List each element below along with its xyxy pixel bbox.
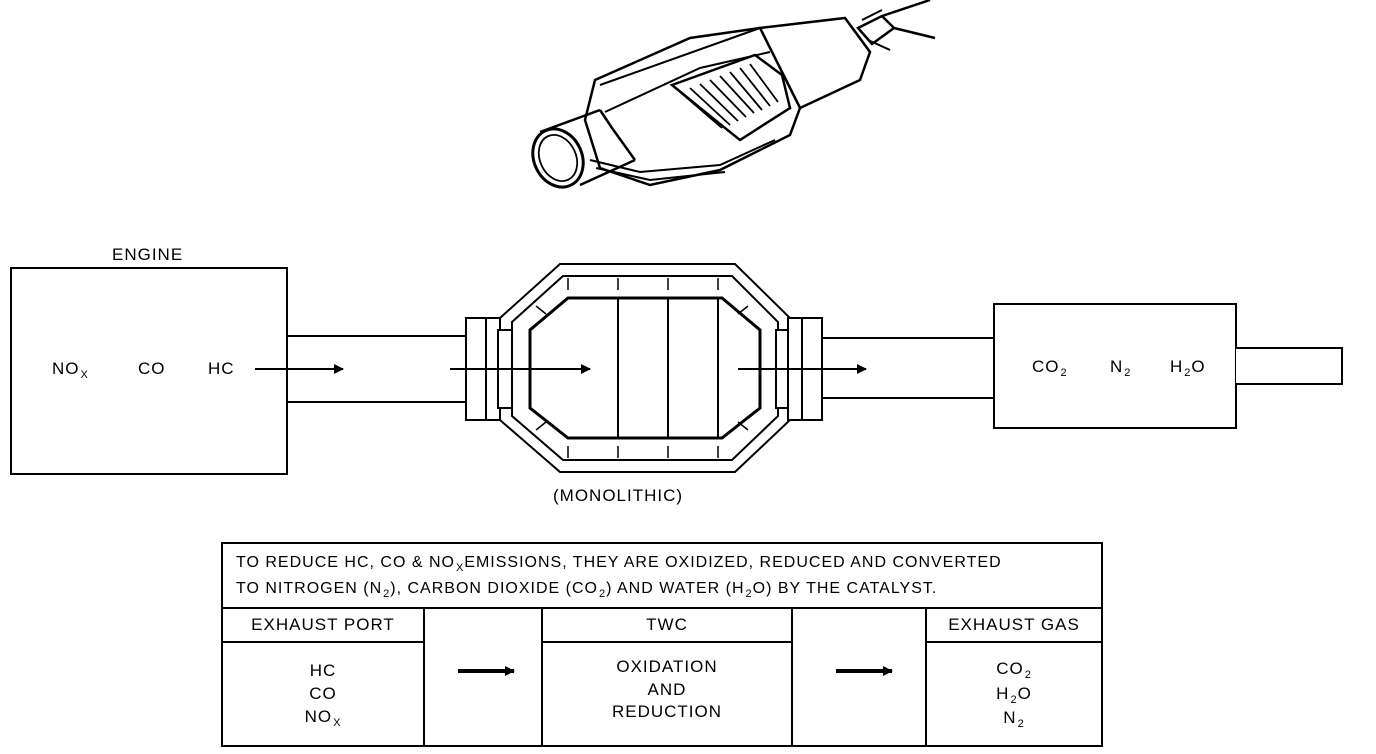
summary-table-grid	[221, 542, 1103, 747]
output-gas-n2: N2	[1110, 357, 1132, 379]
col-header-exhaust-port: EXHAUST PORT	[251, 614, 395, 634]
output-gas-co2: CO2	[1032, 357, 1068, 379]
converter-label: (MONOLITHIC)	[553, 486, 684, 505]
twc-process: OXIDATION AND REDUCTION	[611, 656, 723, 722]
converter-illustration	[531, 0, 936, 189]
table-caption-line-2: TO NITROGEN (N2), CARBON DIOXIDE (CO2) A…	[236, 580, 938, 600]
list-item: CO	[309, 683, 337, 703]
exhaust-gas-list: CO2 H2O N2	[926, 645, 1102, 745]
col-header-twc: TWC	[646, 614, 688, 634]
engine-box	[10, 267, 288, 475]
engine-label: ENGINE	[112, 245, 184, 264]
table-caption-line-1: TO REDUCE HC, CO & NOXEMISSIONS, THEY AR…	[236, 554, 1002, 574]
engine-gas-nox: NOX	[52, 359, 89, 381]
col-header-exhaust-gas: EXHAUST GAS	[948, 614, 1080, 634]
list-item: HC	[309, 660, 337, 680]
exhaust-port-list: HC CO NOX	[222, 645, 424, 745]
output-box	[993, 303, 1237, 429]
engine-gas-hc: HC	[208, 359, 235, 378]
list-item: NOX	[304, 706, 342, 729]
output-gas-h2o: H2O	[1170, 357, 1206, 379]
engine-gas-co: CO	[138, 359, 166, 378]
list-item: N2	[1003, 708, 1025, 731]
list-item: H2O	[996, 683, 1032, 706]
list-item: CO2	[996, 658, 1032, 681]
